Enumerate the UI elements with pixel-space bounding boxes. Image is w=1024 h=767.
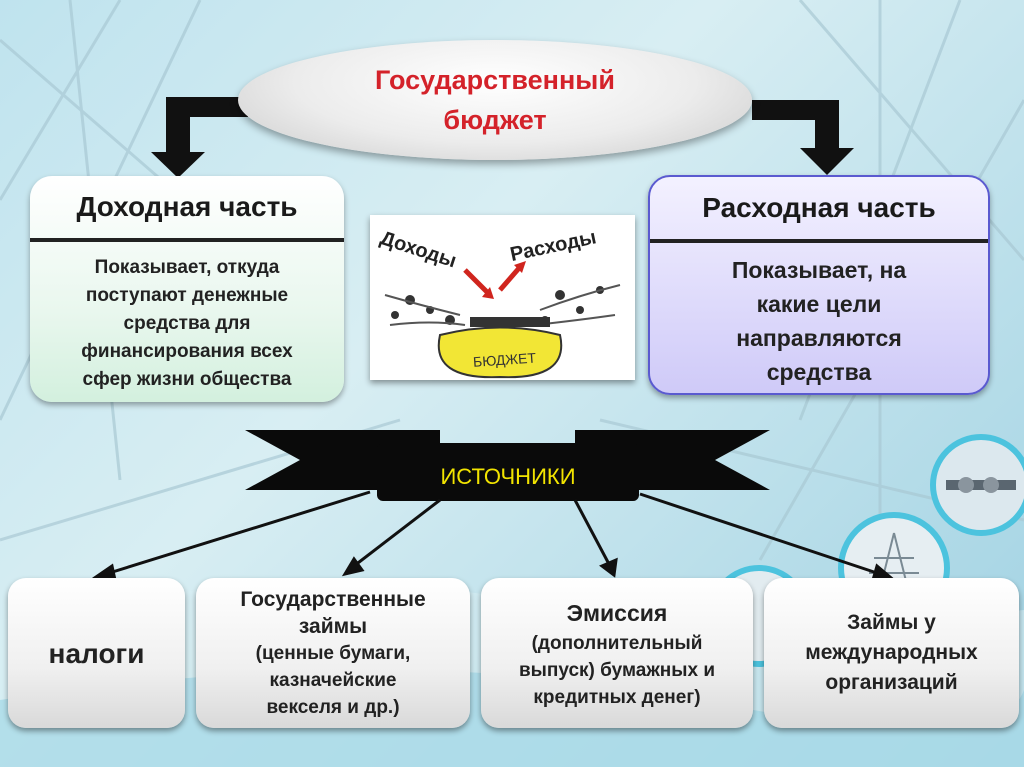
expense-line: Показывает, на <box>731 257 907 283</box>
source-state-loans-box: Государственные займы (ценные бумаги, ка… <box>196 578 470 728</box>
source-emission-title: Эмиссия <box>566 599 668 626</box>
income-line: поступают денежные <box>85 285 289 306</box>
source-intl-title: международных <box>805 641 978 664</box>
illustration-red-arrows-icon <box>463 261 526 299</box>
source-loans-title: займы <box>298 614 368 638</box>
source-loans-detail: (ценные бумаги, <box>255 642 411 664</box>
income-part-title: Доходная часть <box>76 191 298 222</box>
income-line: сфер жизни общества <box>82 369 292 390</box>
income-divider <box>30 238 344 242</box>
source-loans-title: Государственные <box>240 587 426 611</box>
source-international-loans-box: Займы у международных организаций <box>764 578 1019 728</box>
source-emission-detail: (дополнительный <box>531 632 703 654</box>
expense-line: направляются <box>736 325 902 351</box>
source-emission-box: Эмиссия (дополнительный выпуск) бумажных… <box>481 578 753 728</box>
sources-label: ИСТОЧНИКИ <box>440 464 576 489</box>
source-emission-detail: кредитных денег) <box>533 686 701 708</box>
title-line-1: Государственный <box>375 65 615 95</box>
source-arrows <box>92 490 894 582</box>
budget-illustration: Доходы Расходы БЮДЖЕТ <box>370 215 635 380</box>
expense-divider <box>650 239 988 243</box>
income-part-card: Доходная часть Показывает, откуда поступ… <box>30 176 344 402</box>
source-emission-detail: выпуск) бумажных и <box>518 659 716 681</box>
source-taxes-title: налоги <box>48 637 145 669</box>
expense-part-description: Показывает, на какие цели направляются с… <box>650 243 988 389</box>
expense-line: средства <box>766 359 872 385</box>
expense-part-card: Расходная часть Показывает, на какие цел… <box>648 175 990 395</box>
income-line: средства для <box>123 313 251 334</box>
state-budget-title: Государственный бюджет <box>238 40 752 160</box>
sources-ribbon <box>245 430 770 501</box>
budget-illustration-drawing: Доходы Расходы БЮДЖЕТ <box>377 226 621 379</box>
income-line: Показывает, откуда <box>94 257 280 278</box>
illustration-bag-word: БЮДЖЕТ <box>473 349 537 369</box>
source-intl-title: Займы у <box>847 611 936 634</box>
insulator-icon <box>946 477 1016 493</box>
arrow-to-income <box>151 97 248 178</box>
source-taxes-box: налоги <box>8 578 185 728</box>
title-line-2: бюджет <box>443 105 547 135</box>
illustration-bag-icon <box>437 326 563 379</box>
income-part-description: Показывает, откуда поступают денежные ср… <box>30 242 344 394</box>
expense-line: какие цели <box>756 291 882 317</box>
arrow-to-expense <box>752 100 854 175</box>
expense-part-title: Расходная часть <box>702 192 936 223</box>
source-loans-detail: казначейские <box>269 669 397 691</box>
decor-circle-insulator <box>930 434 1024 536</box>
source-intl-title: организаций <box>825 671 958 694</box>
source-loans-detail: векселя и др.) <box>266 696 400 718</box>
income-line: финансирования всех <box>81 341 293 362</box>
